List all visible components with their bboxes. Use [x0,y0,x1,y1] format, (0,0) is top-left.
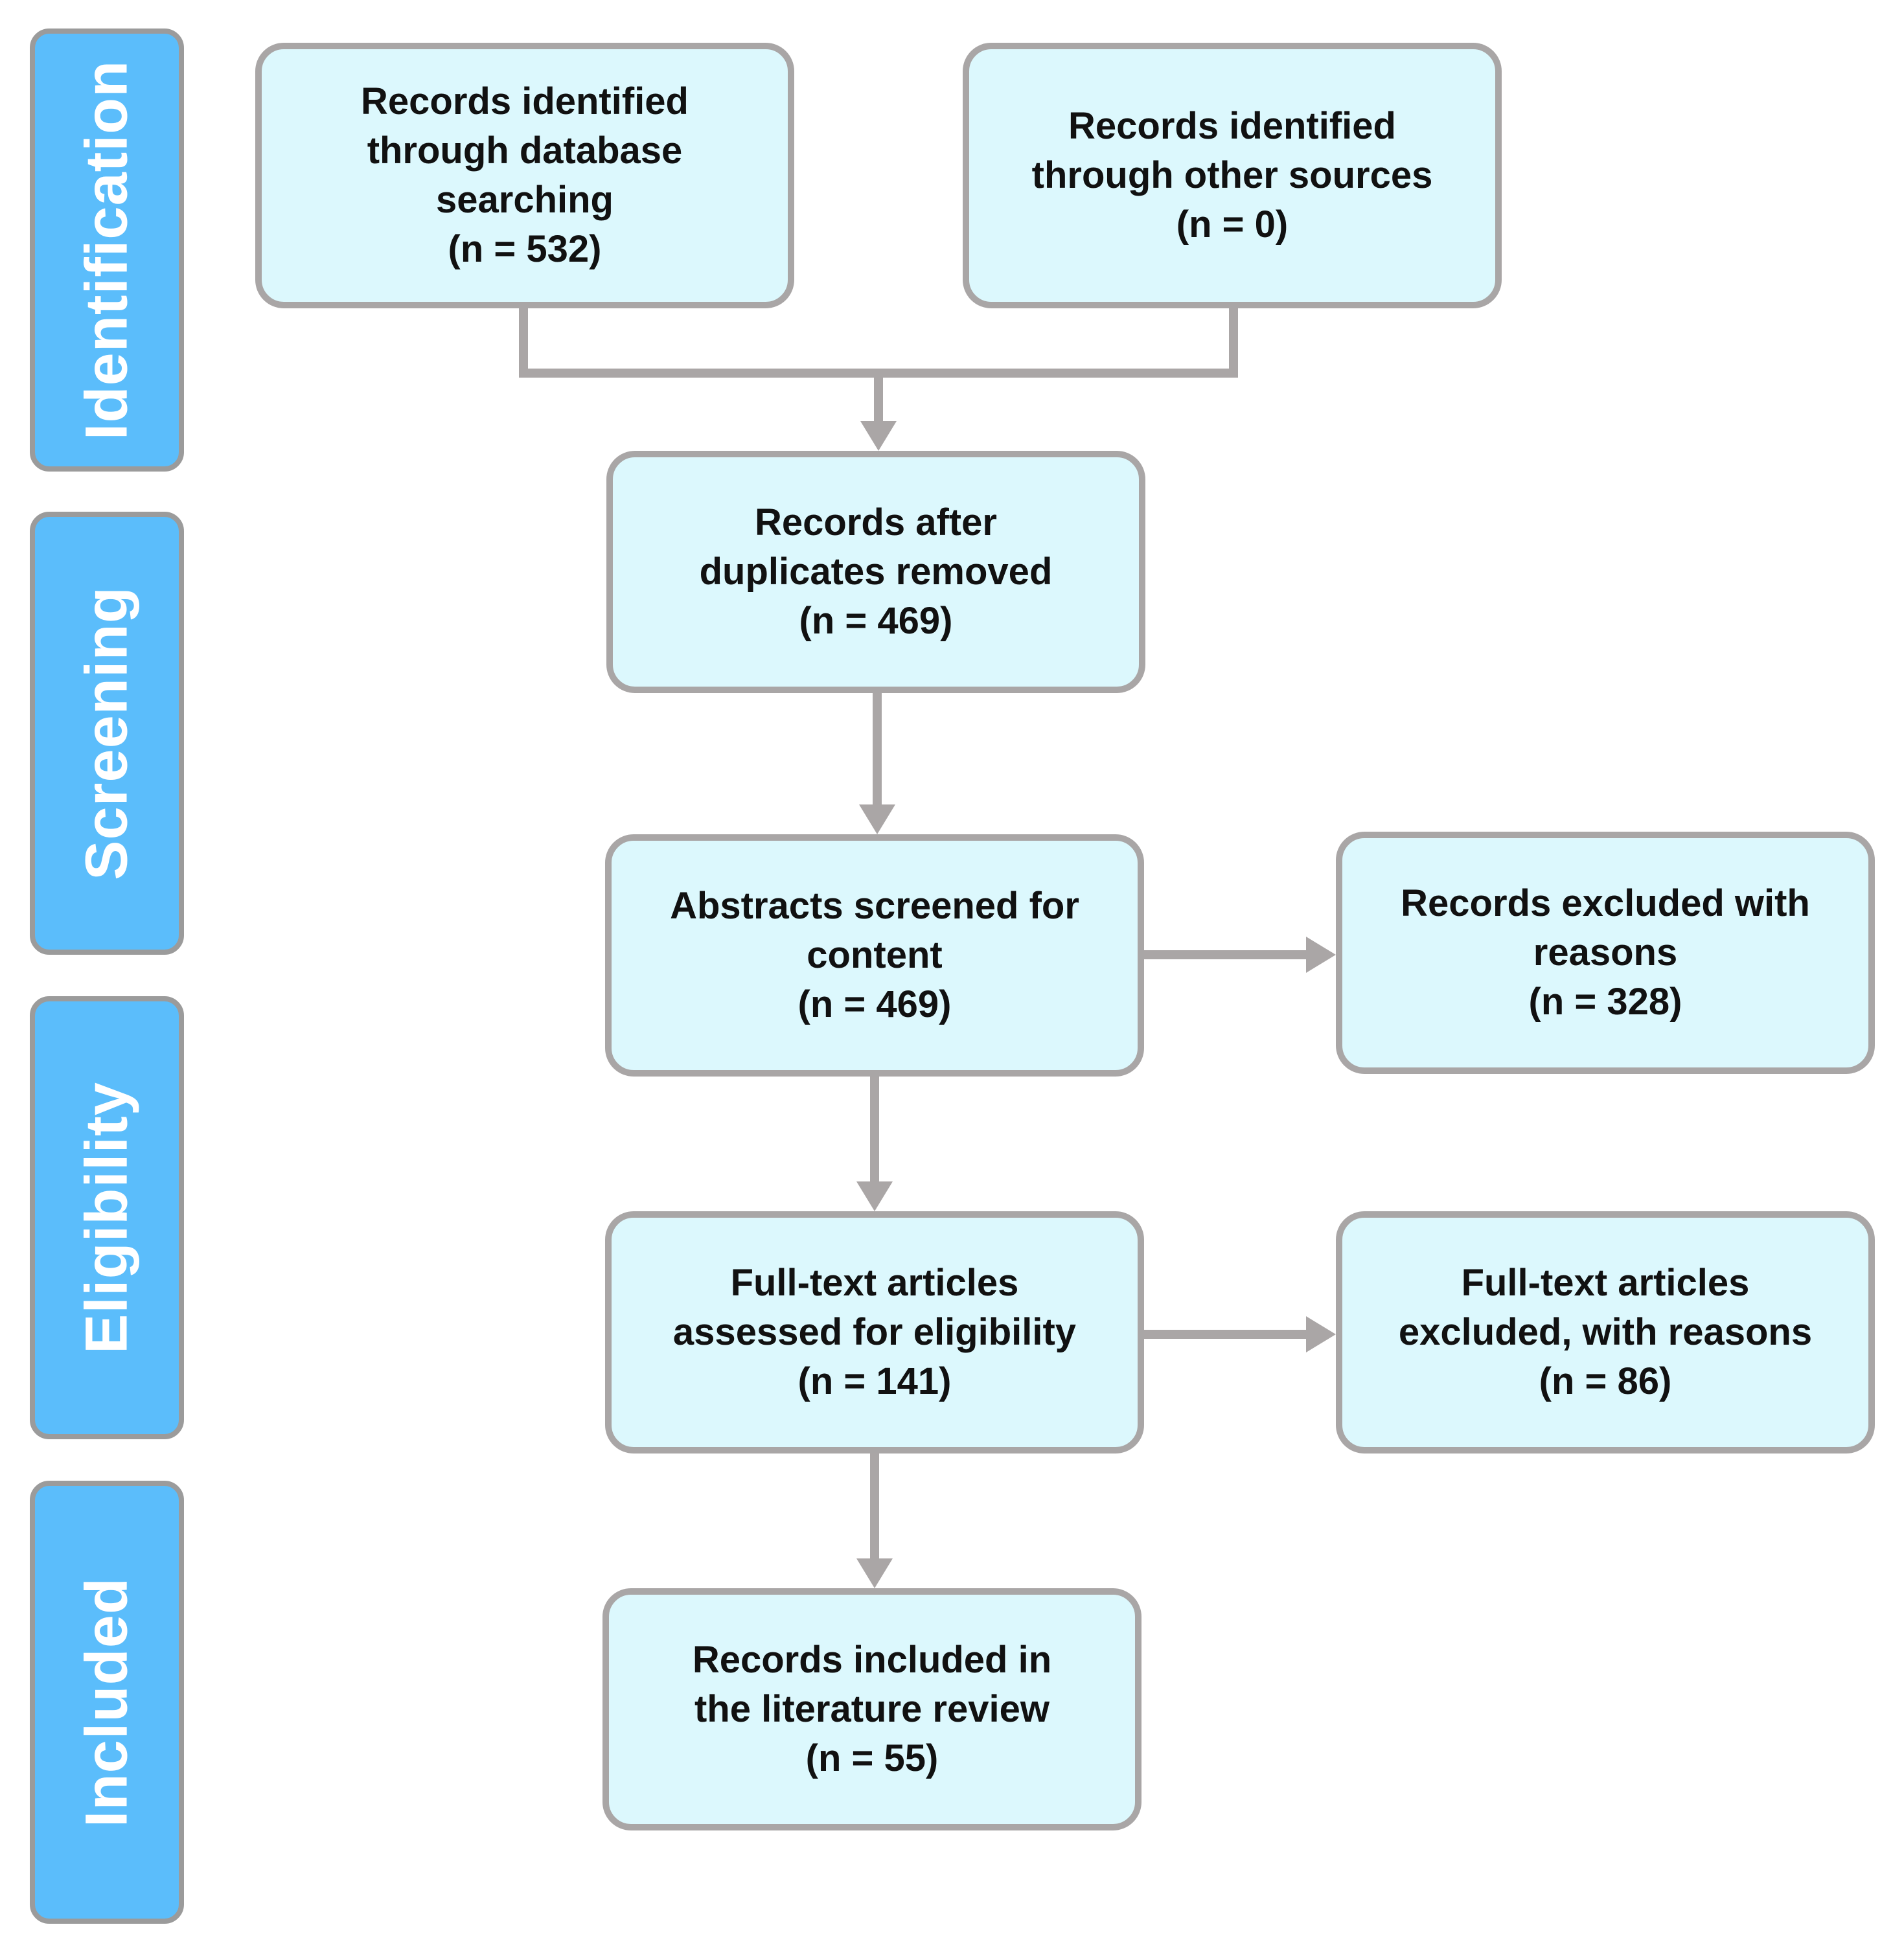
box-records-included: Records included in the literature revie… [602,1588,1141,1830]
phase-screening: Screening [30,512,184,955]
box-count: (n = 55) [805,1737,939,1779]
box-records-excluded: Records excluded with reasons (n = 328) [1336,832,1875,1074]
box-count: (n = 469) [799,600,953,642]
box-line: duplicates removed [699,551,1053,593]
box-count: (n = 469) [797,983,952,1025]
phase-eligibility: Eligibility [30,996,184,1439]
box-line: through other sources [1031,154,1433,196]
box-line: searching [435,179,614,221]
box-count: (n = 86) [1539,1360,1672,1402]
box-line: Abstracts screened for [670,885,1079,927]
box-line: assessed for eligibility [672,1311,1077,1353]
box-line: Full-text articles [1461,1262,1750,1304]
box-line: through database [367,130,683,172]
box-duplicates-removed: Records after duplicates removed (n = 46… [606,451,1145,693]
box-count: (n = 141) [797,1360,952,1402]
arrowhead [859,804,895,834]
box-text: Records after duplicates removed (n = 46… [700,498,1053,646]
phase-included: Included [30,1481,184,1924]
arrowhead [856,1558,893,1588]
box-text: Full-text articles excluded, with reason… [1399,1259,1812,1406]
box-line: Records after [755,501,997,543]
box-text: Records identified through database sear… [361,77,689,274]
arrowhead [856,1181,893,1211]
arrowhead [860,421,897,451]
phase-identification: Identification [30,28,184,472]
box-line: Records included in [692,1639,1052,1681]
box-records-database: Records identified through database sear… [255,43,794,308]
arrowhead [1306,937,1336,973]
box-line: Records identified [1068,105,1396,147]
box-line: content [807,934,943,976]
box-line: excluded, with reasons [1398,1311,1813,1353]
box-line: reasons [1533,931,1678,974]
box-text: Records identified through other sources… [1032,102,1433,249]
box-fulltext-assessed: Full-text articles assessed for eligibil… [605,1211,1144,1454]
box-text: Records included in the literature revie… [693,1636,1051,1783]
box-count: (n = 0) [1176,203,1289,245]
box-count: (n = 328) [1528,981,1682,1023]
box-fulltext-excluded: Full-text articles excluded, with reason… [1336,1211,1875,1454]
box-text: Full-text articles assessed for eligibil… [673,1259,1076,1406]
box-line: Records identified [361,80,689,122]
arrowhead [1306,1316,1336,1352]
box-text: Abstracts screened for content (n = 469) [670,882,1079,1029]
box-line: the literature review [694,1688,1049,1730]
box-abstracts-screened: Abstracts screened for content (n = 469) [605,834,1144,1077]
box-line: Records excluded with [1401,882,1810,924]
box-line: Full-text articles [730,1262,1019,1304]
box-text: Records excluded with reasons (n = 328) [1401,879,1810,1027]
merge-connector [519,308,1238,378]
box-count: (n = 532) [448,228,602,270]
box-records-other-sources: Records identified through other sources… [963,43,1502,308]
